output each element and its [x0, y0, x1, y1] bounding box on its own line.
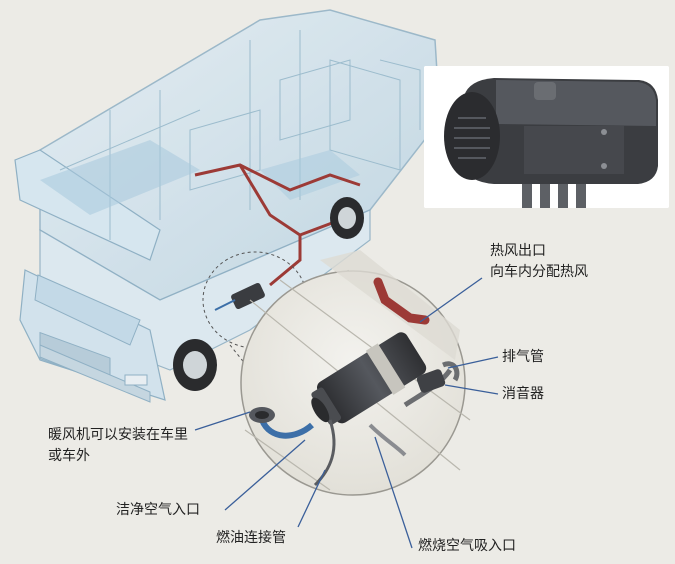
wheel-rear — [330, 197, 364, 239]
heater-product-photo — [424, 66, 669, 208]
heater-small — [214, 282, 265, 311]
label-clean-air-inlet: 洁净空气入口 — [116, 502, 200, 518]
leader-lines — [194, 277, 499, 549]
label-combustion-air-inlet: 燃烧空气吸入口 — [418, 538, 516, 554]
label-muffler: 消音器 — [502, 386, 544, 402]
label-hot-air-outlet: 热风出口 — [490, 243, 546, 259]
camper-van — [14, 9, 441, 401]
label-hot-air-distribution: 向车内分配热风 — [490, 264, 588, 280]
label-install-location: 暖风机可以安装在车里 — [48, 427, 188, 443]
zoom-circle — [240, 250, 471, 496]
label-exhaust-pipe: 排气管 — [502, 349, 544, 365]
label-install-location-2: 或车外 — [48, 448, 90, 464]
wheel-front — [173, 339, 217, 391]
heater-photo-illustration — [424, 66, 669, 208]
label-fuel-pipe: 燃油连接管 — [216, 530, 286, 546]
